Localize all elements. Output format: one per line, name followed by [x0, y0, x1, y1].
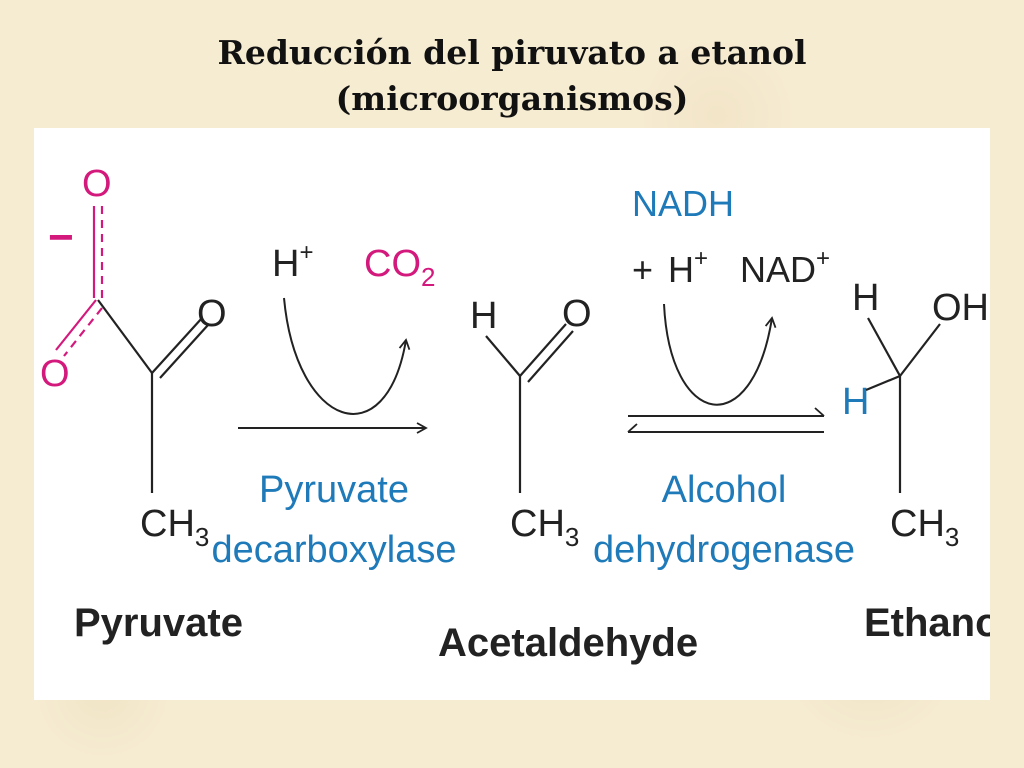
pyruvate-o-top: O [82, 163, 112, 205]
ethanol-h-top: H [852, 277, 879, 319]
reaction-scheme-panel: O − O O CH3 Pyruvate H+ CO2 Pyruvate dec… [34, 128, 990, 700]
acetaldehyde-ch-bond [485, 335, 521, 377]
pyruvate-co-partial-bond-2 [63, 307, 103, 357]
step2-nad-plus: NAD+ [740, 245, 830, 290]
acetaldehyde-name: Acetaldehyde [438, 621, 698, 665]
step1-enzyme-line1: Pyruvate [259, 469, 409, 511]
ethanol-h-new: H [842, 381, 869, 423]
pyruvate-negative-charge: − [48, 213, 74, 262]
pyruvate-keto-bond [151, 317, 203, 374]
ethanol-co-bond [899, 323, 941, 377]
ethanol-ch-bond [867, 317, 901, 377]
title-line-1: Reducción del piruvato a etanol [217, 33, 807, 72]
step2-enzyme-line2: dehydrogenase [593, 529, 855, 571]
pyruvate-ch3: CH3 [140, 503, 209, 552]
step2-curved-arrow [663, 303, 777, 406]
pyruvate-structure: O − O O CH3 Pyruvate [40, 163, 243, 645]
reaction-scheme: O − O O CH3 Pyruvate H+ CO2 Pyruvate dec… [40, 163, 990, 665]
acetaldehyde-structure: H O CH3 Acetaldehyde [438, 293, 698, 665]
ethanol-structure: H OH H CH3 Ethanol [842, 277, 990, 645]
step2-reduction: NADH + H+ NAD+ Alcohol dehydrogenase [593, 183, 855, 571]
pyruvate-o-keto: O [197, 293, 227, 335]
ethanol-name: Ethanol [864, 601, 990, 645]
pyruvate-co-bond-2 [55, 299, 97, 351]
ethanol-ch3: CH3 [890, 503, 959, 552]
acetaldehyde-co-double-bond [527, 330, 574, 383]
step1-h-plus: H+ [272, 239, 313, 285]
pyruvate-cc-bond [97, 299, 153, 374]
title-line-2: (microorganismos) [335, 79, 689, 118]
step1-decarboxylation: H+ CO2 Pyruvate decarboxylase [211, 239, 456, 571]
ethanol-oh: OH [932, 287, 989, 329]
step2-plus: + [632, 249, 653, 290]
step2-enzyme-line1: Alcohol [662, 469, 787, 511]
acetaldehyde-co-bond [519, 323, 567, 377]
step2-h-plus: H+ [668, 245, 708, 290]
slide-title: Reducción del piruvato a etanol (microor… [0, 30, 1024, 122]
step1-enzyme-line2: decarboxylase [211, 529, 456, 571]
acetaldehyde-ch3: CH3 [510, 503, 579, 552]
step1-co2: CO2 [364, 243, 435, 292]
pyruvate-o-bottom: O [40, 353, 70, 395]
pyruvate-name: Pyruvate [74, 601, 243, 645]
acetaldehyde-o: O [562, 293, 592, 335]
pyruvate-keto-double-bond [159, 324, 209, 379]
step2-nadh: NADH [632, 183, 734, 224]
step1-curved-arrow [283, 297, 411, 415]
ethanol-ch-new-bond [865, 374, 901, 392]
acetaldehyde-h: H [470, 295, 497, 337]
